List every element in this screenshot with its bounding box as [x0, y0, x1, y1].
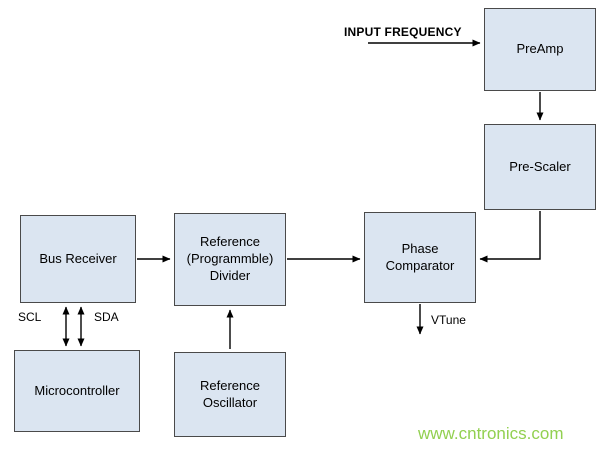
- block-reference-oscillator: Reference Oscillator: [174, 352, 286, 437]
- input-frequency-label: INPUT FREQUENCY: [344, 25, 462, 39]
- scl-label: SCL: [18, 310, 42, 324]
- block-preamp-label: PreAmp: [516, 41, 564, 57]
- vtune-label: VTune: [431, 313, 466, 327]
- block-microcontroller-label: Microcontroller: [34, 382, 120, 398]
- block-bus-receiver: Bus Receiver: [20, 215, 136, 303]
- block-preamp: PreAmp: [484, 8, 596, 91]
- block-phase-comparator: Phase Comparator: [364, 212, 476, 303]
- block-microcontroller: Microcontroller: [14, 350, 140, 432]
- block-reference-oscillator-label: Reference Oscillator: [200, 377, 260, 410]
- block-bus-receiver-label: Bus Receiver: [39, 250, 117, 266]
- watermark-text: www.cntronics.com: [418, 424, 564, 443]
- block-reference-divider-label: Reference (Programmble) Divider: [186, 234, 274, 283]
- arrow-prescaler-to-phase-comparator: [479, 211, 541, 263]
- block-prescaler: Pre-Scaler: [484, 124, 596, 210]
- block-phase-comparator-label: Phase Comparator: [385, 240, 455, 273]
- sda-label: SDA: [94, 310, 119, 324]
- block-prescaler-label: Pre-Scaler: [509, 158, 571, 174]
- block-reference-divider: Reference (Programmble) Divider: [174, 213, 286, 306]
